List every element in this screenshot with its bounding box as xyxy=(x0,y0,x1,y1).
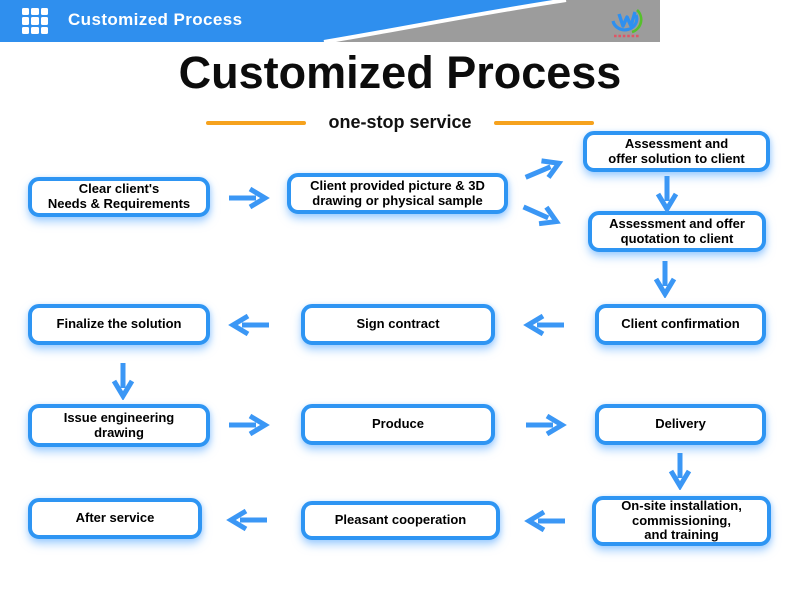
arrow-quotation-to-confirmation-icon xyxy=(653,258,677,298)
arrow-finalize-to-drawing-icon xyxy=(111,360,135,400)
company-logo xyxy=(611,9,643,38)
flow-box-client-provided: Client provided picture & 3D drawing or … xyxy=(287,173,508,214)
header-swoosh xyxy=(0,0,660,42)
arrow-contract-to-finalize-icon xyxy=(228,313,272,337)
flow-box-after-service: After service xyxy=(28,498,202,539)
flow-box-produce: Produce xyxy=(301,404,495,445)
arrow-delivery-to-onsite-icon xyxy=(668,450,692,490)
arrow-onsite-to-cooperation-icon xyxy=(524,509,568,533)
flow-box-issue-drawing: Issue engineering drawing xyxy=(28,404,210,447)
grid-icon xyxy=(22,8,48,34)
subtitle: one-stop service xyxy=(328,112,472,132)
arrow-confirmation-to-contract-icon xyxy=(523,313,567,337)
arrow-drawing-to-produce-icon xyxy=(226,413,270,437)
arrow-needs-to-provided-icon xyxy=(226,186,270,210)
arrow-provided-to-solution-icon xyxy=(505,145,581,195)
subtitle-row: one-stop service xyxy=(0,112,800,133)
flow-box-offer-quotation: Assessment and offer quotation to client xyxy=(588,211,766,252)
flow-box-onsite-installation: On-site installation, commissioning, and… xyxy=(592,496,771,546)
subtitle-line-right xyxy=(493,120,594,125)
flow-box-finalize-solution: Finalize the solution xyxy=(28,304,210,345)
arrow-solution-to-quotation-icon xyxy=(655,173,679,213)
header-title: Customized Process xyxy=(68,10,243,29)
page-title: Customized Process xyxy=(178,47,622,98)
arrow-cooperation-to-afterservice-icon xyxy=(226,508,270,532)
flow-box-client-confirmation: Client confirmation xyxy=(595,304,766,345)
header-bar: Customized Process xyxy=(0,0,660,42)
subtitle-line-left xyxy=(206,120,307,125)
flow-box-offer-solution: Assessment and offer solution to client xyxy=(583,131,770,172)
arrow-provided-to-quotation-icon xyxy=(503,189,579,240)
flow-box-sign-contract: Sign contract xyxy=(301,304,495,345)
flow-box-pleasant-cooperation: Pleasant cooperation xyxy=(301,501,500,540)
flow-box-clear-needs: Clear client's Needs & Requirements xyxy=(28,177,210,217)
flow-box-delivery: Delivery xyxy=(595,404,766,445)
arrow-produce-to-delivery-icon xyxy=(523,413,567,437)
